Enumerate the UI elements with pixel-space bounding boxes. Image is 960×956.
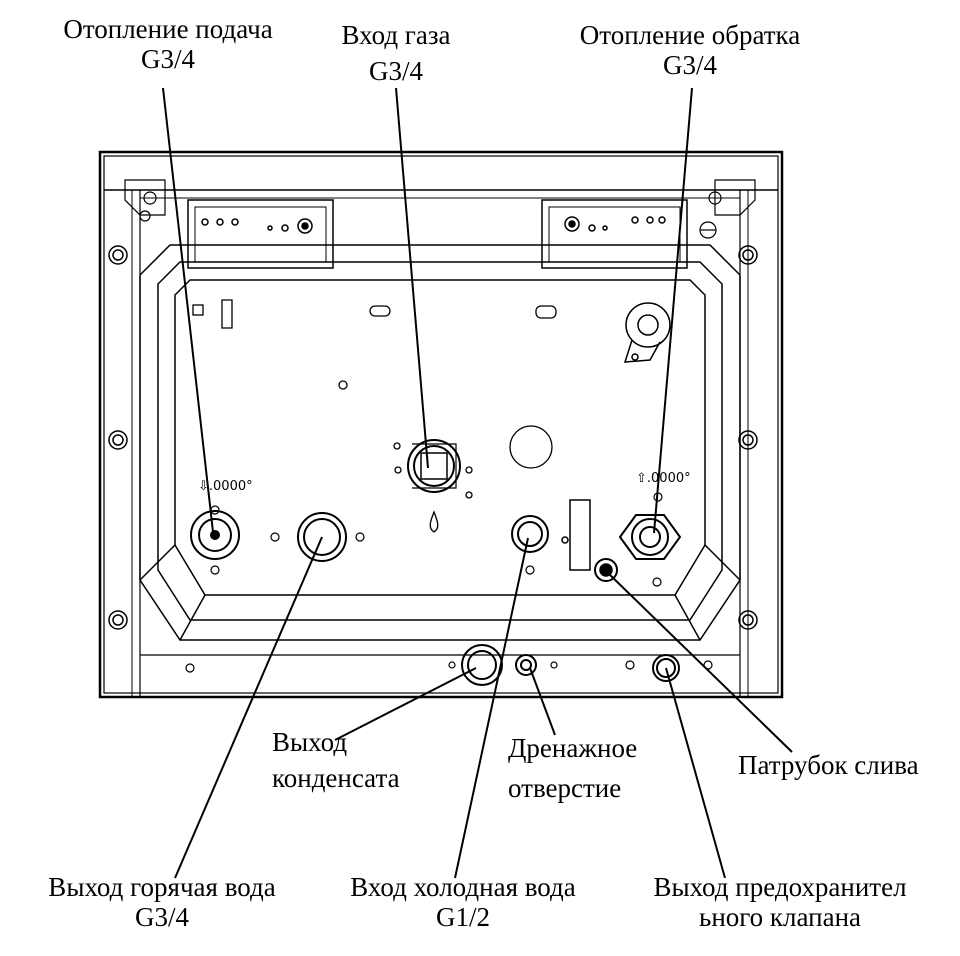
drain-pipe-fitting [561,499,618,582]
label-hot-water-outlet: Выход горячая вода G3/4 [48,872,275,932]
air-intake [623,302,671,363]
cold-water-inlet-fitting [511,515,549,575]
label-hot-water-line1: Выход горячая вода [48,872,276,902]
label-gas-inlet-line1: Вход газа [341,20,451,50]
inner-tray [139,244,741,641]
mounting-bracket-right [541,199,688,269]
leader-lines [162,87,793,879]
heating-supply-fitting [190,505,240,575]
heating-return-fitting [618,492,682,587]
leader-drain-hole [529,667,556,736]
leader-condensate [334,667,477,741]
label-heating-return-line1: Отопление обратка [579,20,801,50]
label-heating-supply-line2: G3/4 [140,44,195,74]
label-gas-inlet: Вход газа G3/4 [341,20,450,86]
leader-cold-water [454,537,529,879]
leader-hot-water [174,536,323,879]
label-heating-return-line2: G3/4 [663,50,717,80]
mounting-bracket-left [187,199,334,269]
label-drain-hole-line1: Дренажное [508,733,638,763]
heating-return-symbol: ⇧.0000° [636,471,691,486]
label-cold-water-line2: G1/2 [436,902,490,932]
panel-marks [192,299,557,533]
label-heating-supply-line1: Отопление подача [63,14,273,44]
label-gas-inlet-line2: G3/4 [368,56,423,86]
label-cold-water-line1: Вход холодная вода [350,872,576,902]
label-heating-return: Отопление обратка G3/4 [580,20,801,80]
label-condensate-outlet: Выход конденсата [272,724,400,796]
label-drain-hole: Дренажное отверстие [508,728,637,808]
leader-drain-pipe [607,572,793,753]
label-drain-pipe-line1: Патрубок слива [738,750,919,780]
leader-safety-valve [665,667,726,879]
heating-supply-symbol: ⇩.0000° [198,479,253,494]
leader-heating-supply [162,87,214,533]
label-drain-pipe: Патрубок слива [738,750,919,780]
label-heating-supply: Отопление подача G3/4 [63,14,272,74]
label-condensate-line1: Выход [272,727,348,757]
gas-inlet-fitting [407,439,461,493]
label-safety-valve-outlet: Выход предохранител ьного клапана [653,872,906,932]
label-safety-valve-line2: ьного клапана [699,902,861,932]
label-condensate-line2: конденсата [272,763,400,793]
leader-heating-return [653,87,693,534]
hot-water-outlet-fitting [270,512,365,562]
bottom-fittings [185,644,713,686]
label-safety-valve-line1: Выход предохранител [653,872,907,902]
leader-gas-inlet [395,87,429,469]
label-hot-water-line2: G3/4 [134,902,189,932]
label-drain-hole-line2: отверстие [508,773,622,803]
casing-screws [108,245,758,630]
label-cold-water-inlet: Вход холодная вода G1/2 [350,872,576,932]
